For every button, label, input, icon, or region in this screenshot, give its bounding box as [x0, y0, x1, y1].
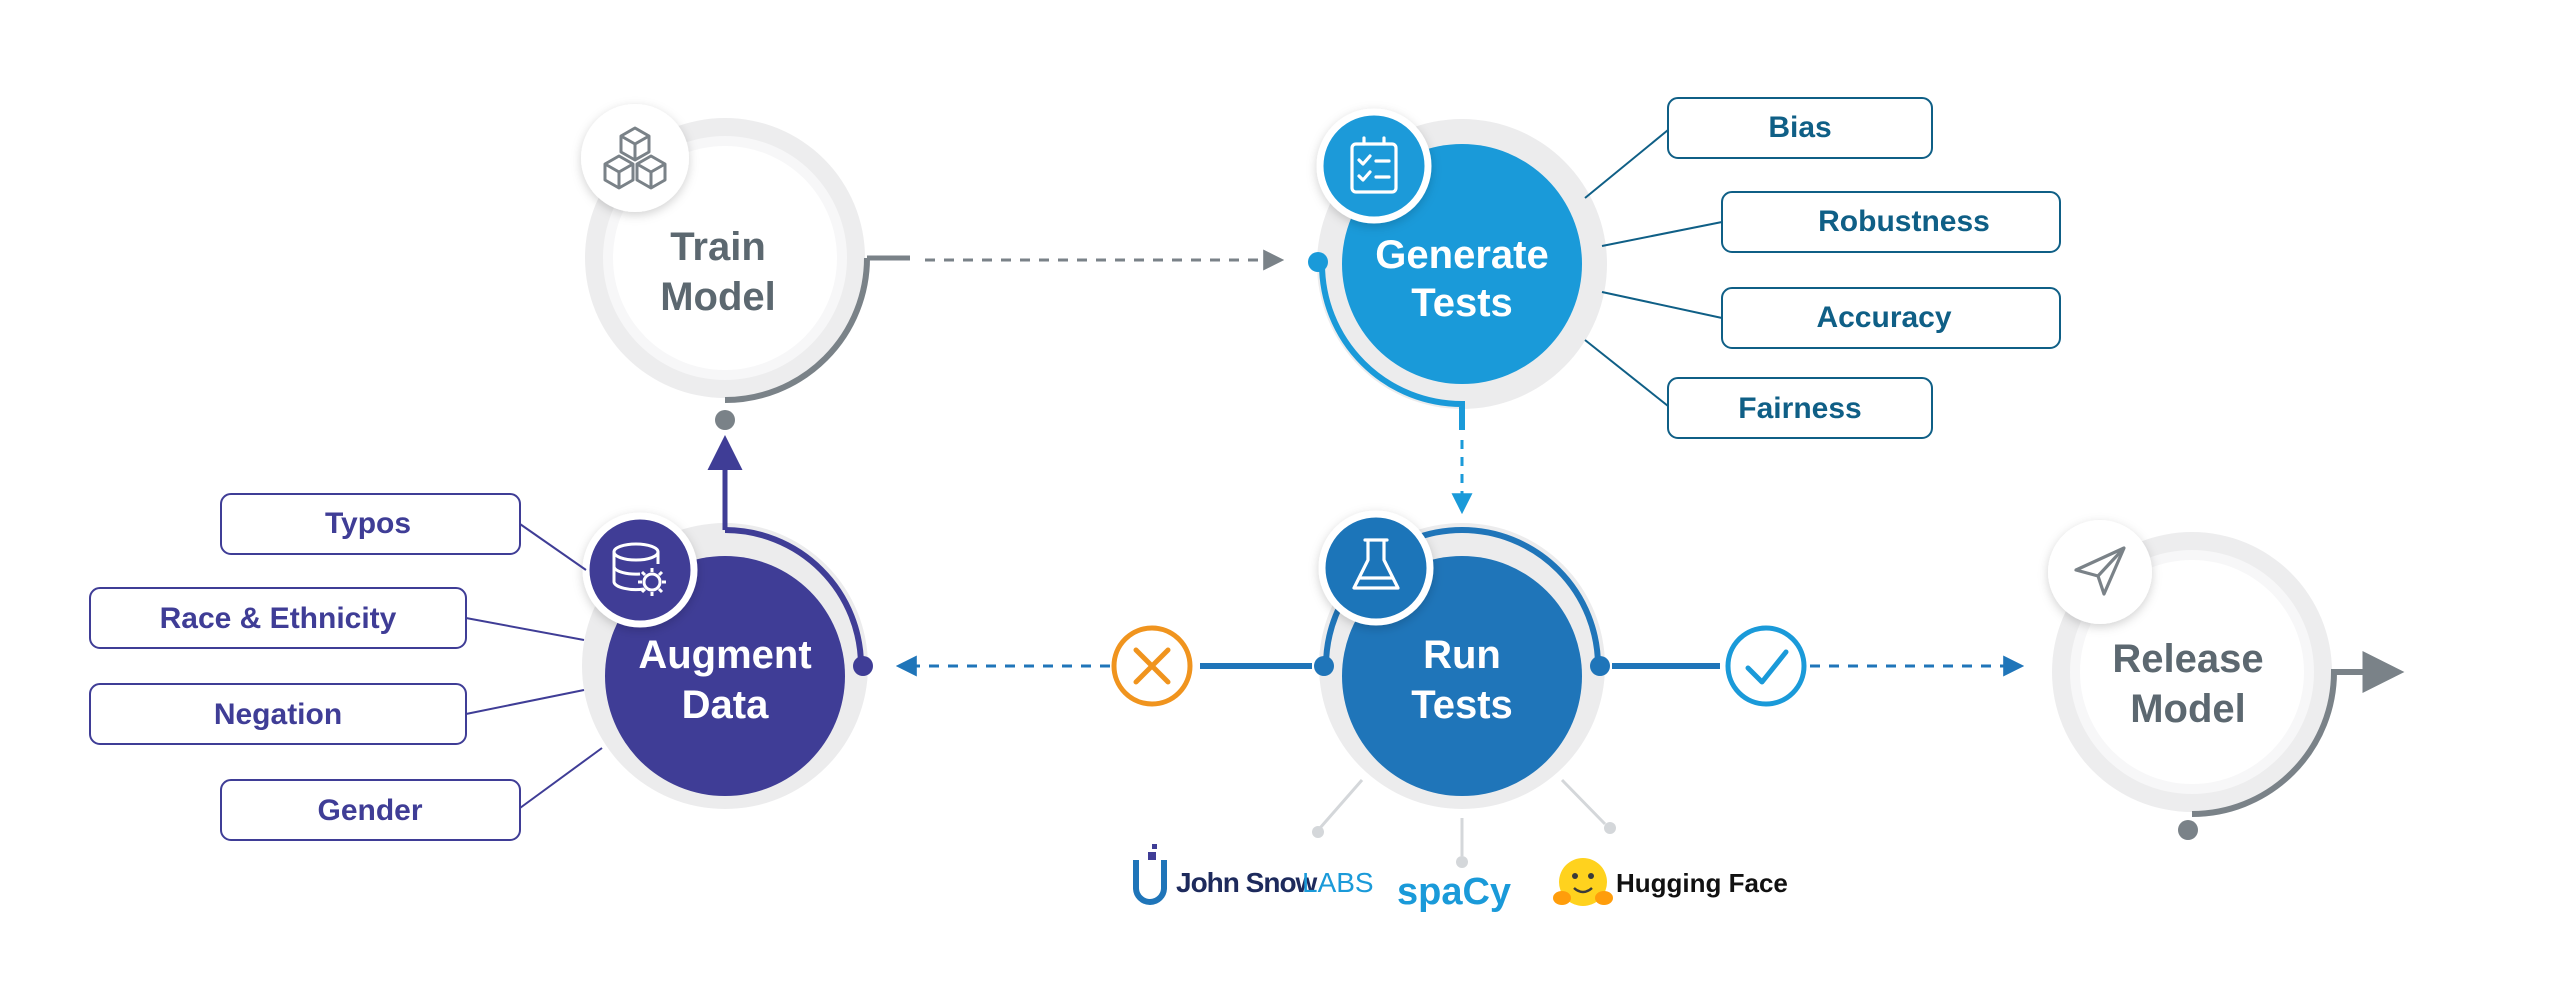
hugging-face-emoji-icon: [1553, 858, 1613, 906]
generate-tests-node: Generate Tests: [1308, 108, 1607, 430]
test-category-tag: Fairness: [1667, 377, 1933, 439]
release-model-label-line2: Model: [2130, 687, 2246, 731]
augmentation-connectors: [465, 523, 603, 809]
train-model-label-line1: Train: [670, 225, 766, 269]
release-model-node: Release Model: [2048, 520, 2405, 840]
augment-data-label-line2: Data: [682, 683, 769, 727]
augmentation-tag: Gender: [220, 779, 521, 841]
john-snow-labs-name: John Snow: [1176, 867, 1318, 898]
train-model-connector-dot: [715, 410, 735, 430]
checklist-icon: [1316, 108, 1432, 224]
test-category-robustness: Robustness: [1818, 205, 1990, 238]
run-tests-label-line2: Tests: [1411, 683, 1513, 727]
john-snow-labs-suffix: LABS: [1302, 867, 1374, 898]
cubes-icon: [581, 104, 689, 212]
generate-tests-connector-dot: [1308, 252, 1328, 272]
generate-tests-label-line1: Generate: [1375, 233, 1548, 277]
john-snow-labs-logo: John Snow LABS: [1133, 844, 1374, 905]
spacy-logo: spaCy: [1397, 871, 1511, 913]
augmentation-gender: Gender: [317, 794, 422, 827]
library-connectors: [1318, 778, 1607, 856]
augment-data-node: Augment Data: [582, 512, 873, 809]
test-category-connectors: [1584, 129, 1723, 407]
run-tests-label-line1: Run: [1423, 633, 1501, 677]
run-tests-node: Run Tests: [1314, 510, 1610, 809]
augmentation-tag: Typos: [220, 493, 521, 555]
train-model-label-line2: Model: [660, 275, 776, 319]
release-model-connector-dot: [2178, 820, 2198, 840]
library-connector-dot: [1312, 826, 1324, 838]
augmentation-tag: Race & Ethnicity: [89, 587, 467, 649]
train-model-node: Train Model: [581, 104, 910, 430]
flask-icon: [1318, 510, 1434, 626]
hugging-face-name: Hugging Face: [1616, 868, 1788, 898]
test-category-fairness: Fairness: [1738, 392, 1861, 425]
library-connector-dot: [1456, 856, 1468, 868]
database-gear-icon: [582, 512, 698, 628]
release-model-label-line1: Release: [2112, 637, 2263, 681]
generate-tests-label-line2: Tests: [1411, 281, 1513, 325]
test-category-tag: Bias: [1667, 97, 1933, 159]
library-connector-dot: [1604, 822, 1616, 834]
check-circle-icon: [1725, 625, 1807, 707]
test-category-tag: Robustness: [1721, 191, 2061, 253]
hugging-face-logo: Hugging Face: [1553, 858, 1788, 906]
x-circle-icon: [1111, 625, 1193, 707]
augment-data-connector-dot: [853, 656, 873, 676]
augmentation-negation: Negation: [214, 698, 342, 731]
augmentation-typos: Typos: [325, 507, 411, 540]
test-category-accuracy: Accuracy: [1816, 301, 1951, 334]
augment-data-label-line1: Augment: [638, 633, 811, 677]
augmentation-race-ethnicity: Race & Ethnicity: [160, 602, 397, 635]
paper-plane-icon: [2048, 520, 2152, 624]
augmentation-tag: Negation: [89, 683, 467, 745]
run-tests-right-dot: [1590, 656, 1610, 676]
run-tests-left-dot: [1314, 656, 1334, 676]
test-category-bias: Bias: [1768, 111, 1831, 144]
test-category-tag: Accuracy: [1721, 287, 2061, 349]
